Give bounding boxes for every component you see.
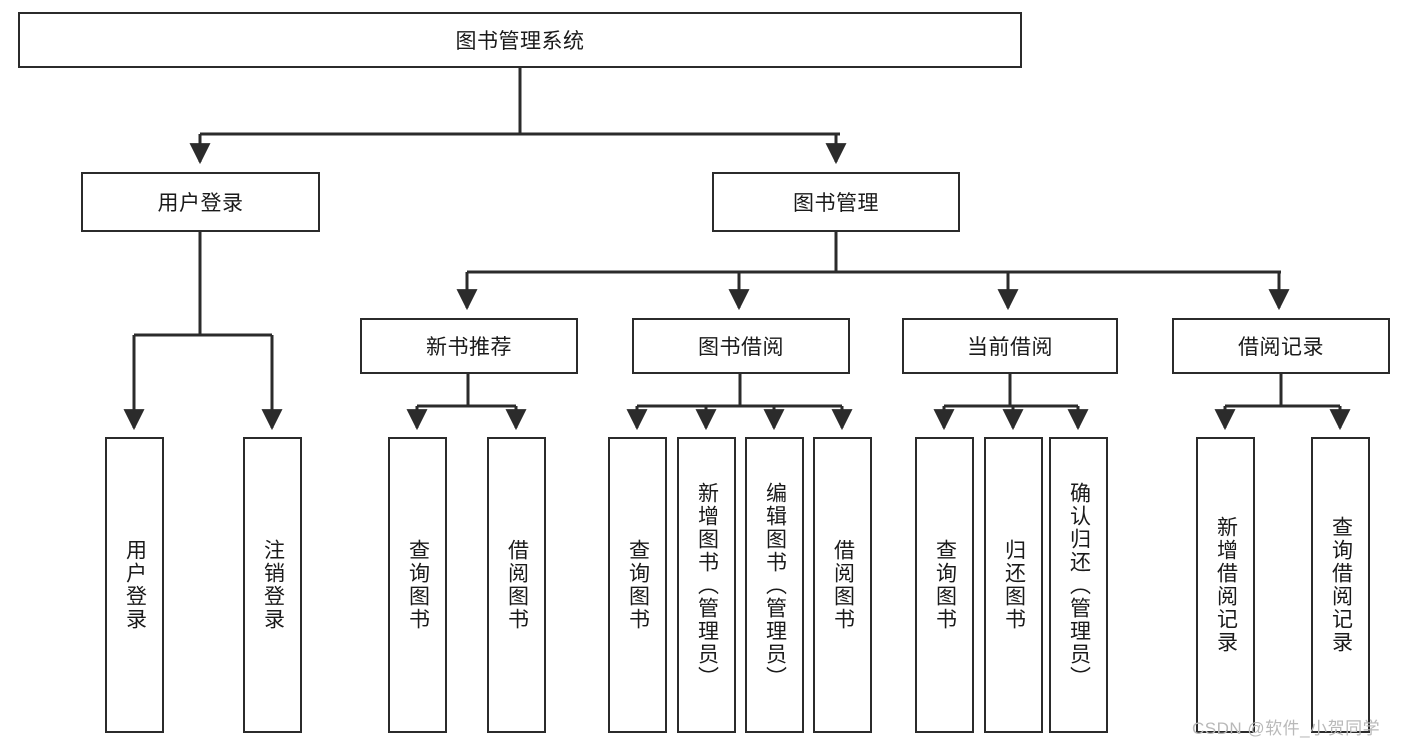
node-leaf-borrow-book-1-label: 借阅图书 [505, 539, 529, 631]
node-leaf-query-book-1-label: 查询图书 [406, 539, 430, 631]
node-new-book-recommend[interactable]: 新书推荐 [360, 318, 578, 374]
node-leaf-add-book[interactable]: 新增图书（管理员） [677, 437, 736, 733]
node-leaf-edit-book[interactable]: 编辑图书（管理员） [745, 437, 804, 733]
node-leaf-query-record-label: 查询借阅记录 [1329, 516, 1353, 654]
node-leaf-query-book-3-label: 查询图书 [933, 539, 957, 631]
node-leaf-user-login-label: 用户登录 [123, 539, 147, 631]
node-book-borrow-label: 图书借阅 [698, 336, 784, 359]
csdn-watermark: CSDN @软件_小贺同学 [1192, 719, 1381, 738]
node-leaf-query-book-2-label: 查询图书 [626, 539, 650, 631]
node-leaf-return-book[interactable]: 归还图书 [984, 437, 1043, 733]
node-user-login[interactable]: 用户登录 [81, 172, 320, 232]
node-new-book-recommend-label: 新书推荐 [426, 336, 512, 359]
node-leaf-borrow-book-2-label: 借阅图书 [831, 539, 855, 631]
node-leaf-add-record[interactable]: 新增借阅记录 [1196, 437, 1255, 733]
node-leaf-edit-book-label: 编辑图书（管理员） [763, 481, 787, 689]
node-leaf-user-logout[interactable]: 注销登录 [243, 437, 302, 733]
node-borrow-record[interactable]: 借阅记录 [1172, 318, 1390, 374]
node-leaf-borrow-book-2[interactable]: 借阅图书 [813, 437, 872, 733]
node-leaf-confirm-return-label: 确认归还（管理员） [1067, 481, 1091, 689]
node-leaf-query-record[interactable]: 查询借阅记录 [1311, 437, 1370, 733]
node-leaf-confirm-return[interactable]: 确认归还（管理员） [1049, 437, 1108, 733]
node-leaf-borrow-book-1[interactable]: 借阅图书 [487, 437, 546, 733]
node-leaf-query-book-3[interactable]: 查询图书 [915, 437, 974, 733]
node-leaf-query-book-2[interactable]: 查询图书 [608, 437, 667, 733]
node-book-manage-label: 图书管理 [793, 192, 879, 215]
node-root[interactable]: 图书管理系统 [18, 12, 1022, 68]
node-current-borrow-label: 当前借阅 [967, 336, 1053, 359]
node-root-label: 图书管理系统 [455, 30, 585, 53]
node-user-login-label: 用户登录 [157, 192, 244, 215]
node-leaf-user-login[interactable]: 用户登录 [105, 437, 164, 733]
node-leaf-add-record-label: 新增借阅记录 [1214, 516, 1238, 654]
node-leaf-return-book-label: 归还图书 [1002, 539, 1026, 631]
node-book-borrow[interactable]: 图书借阅 [632, 318, 850, 374]
node-book-manage[interactable]: 图书管理 [712, 172, 960, 232]
node-leaf-add-book-label: 新增图书（管理员） [695, 481, 719, 689]
node-current-borrow[interactable]: 当前借阅 [902, 318, 1118, 374]
node-leaf-query-book-1[interactable]: 查询图书 [388, 437, 447, 733]
node-leaf-user-logout-label: 注销登录 [261, 539, 285, 631]
node-borrow-record-label: 借阅记录 [1238, 336, 1324, 359]
